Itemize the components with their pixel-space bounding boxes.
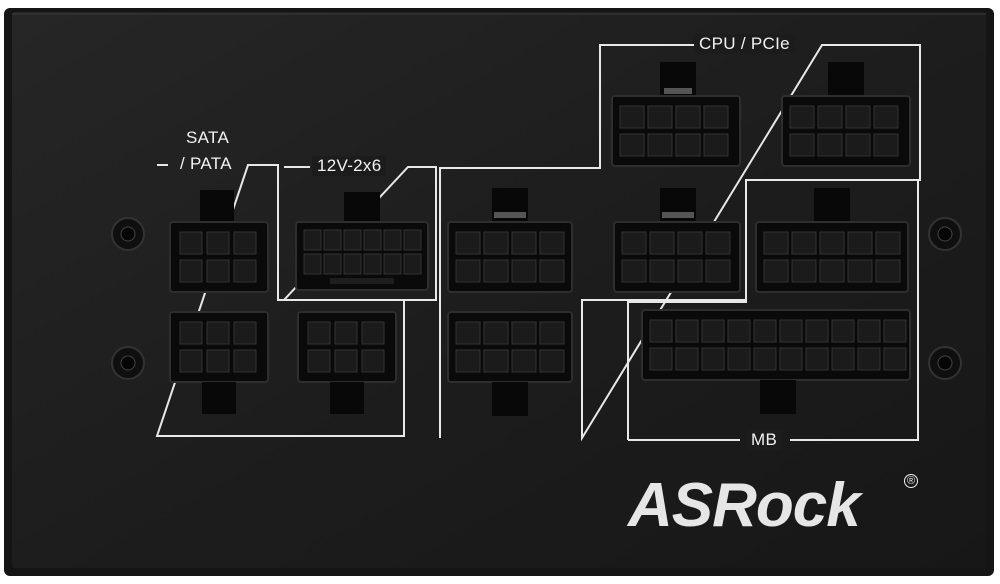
screw-right-bottom — [928, 346, 962, 380]
socket-mb-main[interactable] — [641, 309, 911, 414]
registered-mark: ® — [904, 474, 918, 488]
socket-cpu-pcie-right[interactable] — [781, 62, 911, 167]
socket-6pin-lower-left[interactable] — [297, 311, 397, 414]
socket-12v-2x6[interactable] — [295, 192, 429, 291]
socket-8pin-middle-top[interactable] — [447, 188, 573, 293]
socket-8pin-center[interactable] — [613, 188, 741, 293]
label-cpu-pcie: CPU / PCIe — [694, 34, 795, 54]
asrock-logo: ASRock — [626, 471, 864, 540]
socket-sata-bottom[interactable] — [169, 311, 269, 414]
label-sata: SATA — [186, 128, 230, 147]
socket-8pin-middle-bottom[interactable] — [447, 311, 573, 416]
screw-left-top — [111, 217, 145, 251]
socket-sata-top[interactable] — [169, 190, 269, 293]
label-12v-2x6: 12V-2x6 — [312, 156, 387, 176]
label-mb: MB — [746, 430, 783, 450]
connectors — [169, 62, 911, 416]
screw-right-top — [928, 217, 962, 251]
socket-mb-upper[interactable] — [755, 188, 909, 293]
mb-outline — [627, 179, 919, 441]
socket-cpu-pcie-left[interactable] — [611, 62, 741, 167]
label-pata: / PATA — [180, 154, 232, 173]
screw-left-bottom — [111, 346, 145, 380]
